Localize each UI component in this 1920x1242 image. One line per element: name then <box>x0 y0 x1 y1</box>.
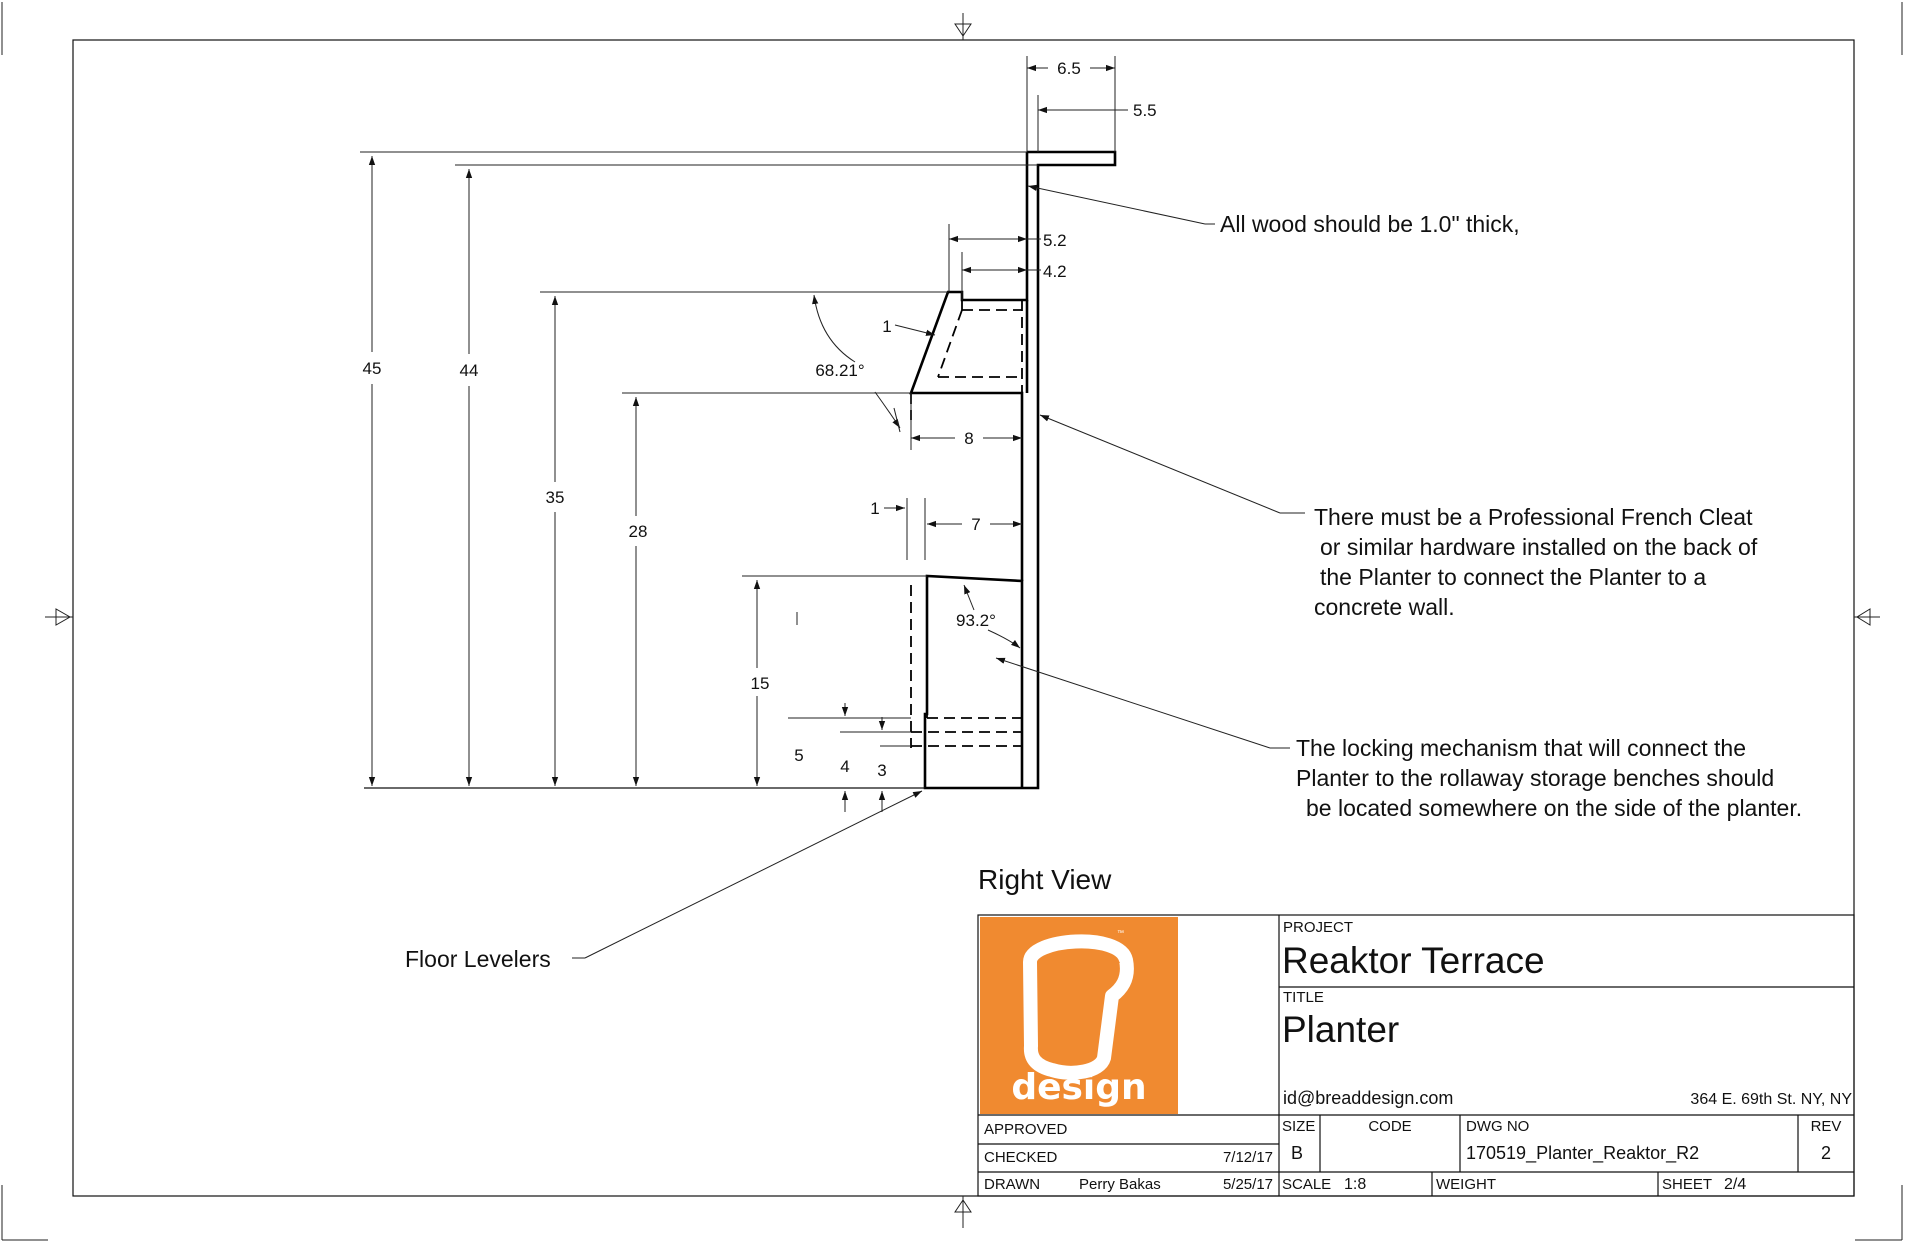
dim-leveler-5: 5 <box>794 746 803 765</box>
note-cleat-line-1: There must be a Professional French Clea… <box>1314 504 1753 530</box>
sheet-value: 2/4 <box>1724 1176 1746 1193</box>
note-wood-thickness: All wood should be 1.0" thick, <box>1220 211 1520 237</box>
note-cleat-line-4: concrete wall. <box>1314 594 1455 620</box>
dim-slant-angle: 68.21° <box>815 361 864 380</box>
center-marks <box>45 13 1880 1228</box>
weight-label: WEIGHT <box>1436 1176 1496 1193</box>
dim-top-depth-inner: 5.5 <box>1133 101 1157 120</box>
scale-value: 1:8 <box>1344 1176 1366 1193</box>
planter-outline <box>364 150 1117 790</box>
drawn-date: 5/25/17 <box>1223 1176 1273 1193</box>
drawn-label: DRAWN <box>984 1176 1040 1193</box>
dim-leveler-4: 4 <box>840 757 849 776</box>
sheet-label: SHEET <box>1662 1176 1712 1193</box>
view-label: Right View <box>978 864 1112 895</box>
dimension-labels: 45 44 35 28 15 5 4 3 6.5 5.5 5.2 4.2 8 1… <box>363 59 1157 780</box>
dim-lower-depth: 7 <box>971 515 980 534</box>
company-logo: ™ design <box>980 917 1178 1114</box>
dwg-no-label: DWG NO <box>1466 1118 1529 1135</box>
dim-top-depth-outer: 6.5 <box>1057 59 1081 78</box>
note-locking-line-2: Planter to the rollaway storage benches … <box>1296 765 1774 791</box>
dim-overall-height: 45 <box>363 359 382 378</box>
logo-text: design <box>1011 1067 1146 1108</box>
dim-shelf-depth: 8 <box>964 429 973 448</box>
dim-lower-top-height: 15 <box>751 674 770 693</box>
dim-back-height: 44 <box>460 361 479 380</box>
note-cleat-line-2: or similar hardware installed on the bac… <box>1320 534 1758 560</box>
company-address: 364 E. 69th St. NY, NY <box>1690 1091 1852 1108</box>
title-block: ™ design PROJECT Reaktor Terrace TITLE P… <box>977 914 1855 1197</box>
dim-upper-depth-outer: 5.2 <box>1043 231 1067 250</box>
size-value: B <box>1291 1143 1303 1163</box>
drawing-title: Planter <box>1282 1009 1399 1050</box>
rev-label: REV <box>1811 1118 1842 1135</box>
dim-leveler-3: 3 <box>877 761 886 780</box>
note-locking-line-1: The locking mechanism that will connect … <box>1296 735 1746 761</box>
dwg-no-value: 170519_Planter_Reaktor_R2 <box>1466 1143 1699 1164</box>
logo-tm: ™ <box>1117 930 1124 937</box>
dim-shelf-bottom-height: 28 <box>629 522 648 541</box>
title-label: TITLE <box>1283 989 1324 1006</box>
notes: All wood should be 1.0" thick, There mus… <box>405 211 1802 972</box>
code-label: CODE <box>1368 1118 1411 1135</box>
note-floor-levelers: Floor Levelers <box>405 946 551 972</box>
dim-slant-thickness: 1 <box>882 317 891 336</box>
checked-label: CHECKED <box>984 1149 1058 1166</box>
note-locking-line-3: be located somewhere on the side of the … <box>1306 795 1802 821</box>
dim-lower-angle: 93.2° <box>956 611 996 630</box>
drawn-by: Perry Bakas <box>1079 1176 1161 1193</box>
company-email: id@breaddesign.com <box>1283 1088 1453 1108</box>
leader-lines <box>572 184 1305 959</box>
hidden-lines <box>910 300 1023 748</box>
project-label: PROJECT <box>1283 919 1353 936</box>
size-label: SIZE <box>1282 1118 1315 1135</box>
dim-shelf-top-height: 35 <box>546 488 565 507</box>
dim-upper-depth-inner: 4.2 <box>1043 262 1067 281</box>
dimension-lines <box>368 64 1128 812</box>
checked-date: 7/12/17 <box>1223 1149 1273 1166</box>
dim-lower-thickness: 1 <box>870 499 879 518</box>
rev-value: 2 <box>1821 1143 1831 1163</box>
note-cleat-line-3: the Planter to connect the Planter to a <box>1320 564 1706 590</box>
approved-label: APPROVED <box>984 1121 1068 1138</box>
project-name: Reaktor Terrace <box>1282 940 1545 981</box>
extension-lines <box>360 56 1116 747</box>
scale-label: SCALE <box>1282 1176 1331 1193</box>
bread-logo-icon <box>1023 934 1134 1080</box>
